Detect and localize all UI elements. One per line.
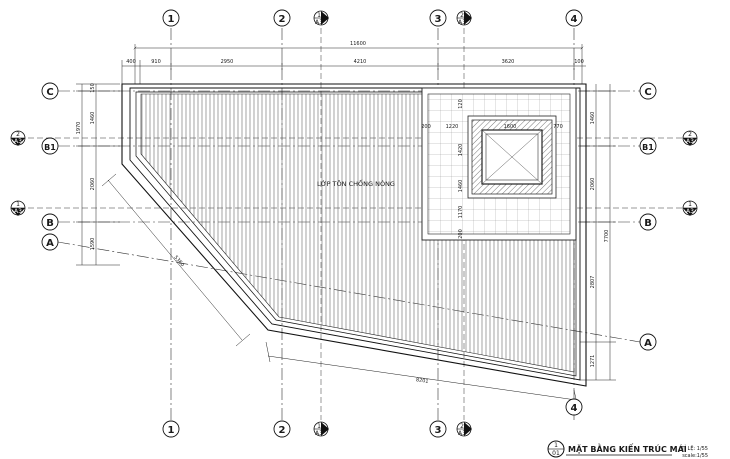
dim-top-seg-5: 3620 [502,59,515,65]
section-mark-left-1: 1 A3 [10,200,26,216]
grid-col-4-top: 4 [571,14,578,25]
grid-col-1-top: 1 [168,14,175,25]
grid-row-a-right: A [644,338,652,349]
section-mark-bottom-1-ref: A3 [315,430,323,437]
section-mark-top-1: 1 A3 [313,10,329,26]
grid-col-2-top: 2 [279,14,286,25]
dim-left-2: 1460 [90,112,96,125]
dim-right-1: 1460 [590,112,596,125]
section-mark-left-1-num: 1 [16,201,20,208]
section-mark-top-1-num: 1 [317,12,321,19]
grid-bubbles-bottom [162,398,583,438]
grid-col-3-top: 3 [435,14,442,25]
dim-diagonal-bottom: 8201 [415,377,428,385]
stair-box [421,87,577,241]
dim-left-3: 1970 [76,122,82,135]
dim-top-seg-2: 910 [151,59,161,65]
grid-row-b1-left: B1 [44,143,56,152]
section-mark-right-1-num: 1 [688,201,692,208]
grid-row-b-right: B [644,218,652,229]
title-sheet: 01 [552,450,560,457]
section-mark-right-1: 1 A3 [682,200,698,216]
dim-top-seg-1: 400 [126,59,136,65]
grid-row-a-left: A [46,238,54,249]
scale-text: TỈ LỆ: 1/55 [680,444,708,452]
dim-top-seg-6: 100 [574,59,584,65]
dim-hatch-x-1: 200 [421,124,431,130]
dim-hatch-x-4: 770 [553,124,563,130]
dim-diagonal-left: 5360 [172,255,185,269]
grid-bubbles-top [162,9,583,27]
section-mark-left-2-num: 2 [16,131,20,138]
section-mark-bottom-2-num: 2 [460,423,464,430]
section-mark-left-2: 2 A3 [10,130,26,146]
dim-right-4: 2807 [590,276,596,289]
dimension-lines [76,44,616,409]
section-mark-left-2-ref: A3 [14,138,22,145]
dim-hatch-y-3: 1460 [458,180,464,193]
section-mark-right-2: 2 A3 [682,130,698,146]
title-block: 1 01 MẶT BẰNG KIẾN TRÚC MÁI TỈ LỆ: 1/55 … [547,440,708,459]
dim-hatch-y-2: 1420 [458,144,464,157]
dim-top-total: 11600 [350,41,366,47]
grid-row-c-right: C [644,87,651,98]
section-mark-bottom-2: 2 A3 [456,421,472,437]
grid-col-1-bottom: 1 [168,425,175,436]
section-mark-bottom-2-ref: A3 [458,430,466,437]
dim-left-5: 1590 [90,238,96,251]
dim-left-1: 150 [90,83,96,93]
dim-top-seg-3: 2950 [221,59,234,65]
dim-hatch-x-2: 1220 [446,124,459,130]
section-mark-right-2-num: 2 [688,131,692,138]
dim-top-seg-4: 4210 [354,59,367,65]
section-mark-right-2-ref: A3 [686,138,694,145]
dim-hatch-y-1: 120 [458,99,464,109]
scale-text-en: scale:1/55 [682,453,708,459]
section-mark-bottom-1: 1 A3 [313,421,329,437]
section-mark-top-2-ref: A3 [458,19,466,26]
dim-left-4: 2060 [90,178,96,191]
section-mark-top-2-num: 2 [460,12,464,19]
grid-col-4-bottom: 4 [571,403,578,414]
grid-col-2-bottom: 2 [279,425,286,436]
section-mark-bottom-1-num: 1 [317,423,321,430]
dim-right-5: 1271 [590,355,596,368]
dim-hatch-x-3: 1600 [504,124,517,130]
grid-col-3-bottom: 3 [435,425,442,436]
dim-hatch-y-5: 200 [458,229,464,239]
section-mark-top-1-ref: A3 [315,19,323,26]
dim-right-2: 2060 [590,178,596,191]
title-number: 1 [554,442,558,449]
dim-hatch-y-4: 1170 [458,206,464,219]
dim-right-3: 7700 [604,230,610,243]
section-mark-right-1-ref: A3 [686,208,694,215]
roof-label: LỚP TÔN CHỐNG NÓNG [317,178,395,188]
grid-bubbles-left [41,82,59,251]
grid-row-b1-right: B1 [642,143,654,152]
section-mark-top-2: 2 A3 [456,10,472,26]
grid-row-b-left: B [46,218,54,229]
section-mark-left-1-ref: A3 [14,208,22,215]
plan-title: MẶT BẰNG KIẾN TRÚC MÁI [568,442,687,454]
grid-bubbles-right [639,82,657,351]
grid-row-c-left: C [46,87,53,98]
